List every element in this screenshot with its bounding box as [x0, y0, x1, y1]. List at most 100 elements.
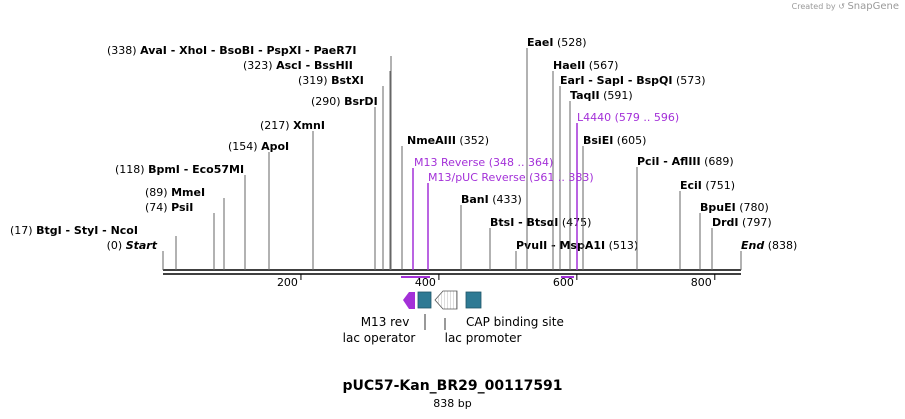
cut-site-label: NmeAIII (352) [407, 134, 489, 147]
cut-site-position: (217) [260, 119, 293, 132]
cut-site-label: (17) BtgI - StyI - NcoI [10, 224, 138, 237]
cut-site-position: (689) [701, 155, 734, 168]
snapgene-logo-icon: ↺ [838, 2, 845, 11]
cut-site-enzyme: PsiI [171, 201, 193, 214]
cut-site-enzyme: PciI - AflIII [637, 155, 701, 168]
cut-site[interactable]: TaqII (591) [570, 89, 633, 102]
cut-site[interactable]: (17) BtgI - StyI - NcoI [10, 224, 138, 237]
cut-site-enzyme: EarI - SapI - BspQI [560, 74, 672, 87]
cut-site-position: (154) [228, 140, 261, 153]
cut-site[interactable]: (118) BpmI - Eco57MI [115, 163, 244, 176]
cap-binding-site-feature[interactable] [465, 291, 482, 309]
primer-label[interactable]: M13/pUC Reverse (361 .. 383) [428, 171, 594, 184]
end-name: End [741, 239, 764, 252]
cut-site-enzyme: BpmI - Eco57MI [148, 163, 244, 176]
cut-site-label: (323) AscI - BssHII [243, 59, 353, 72]
cut-site-position: (513) [605, 239, 638, 252]
cut-site-label: (154) ApoI [228, 140, 289, 153]
cut-site-label: BanI (433) [461, 193, 522, 206]
cut-site[interactable]: HaeII (567) [553, 59, 618, 72]
cut-site-position: (352) [456, 134, 489, 147]
cut-site-enzyme: BsiEI [583, 134, 613, 147]
cut-site-position: (780) [736, 201, 769, 214]
cut-site[interactable]: EaeI (528) [527, 36, 587, 49]
cut-site-position: (433) [489, 193, 522, 206]
cut-site[interactable]: (217) XmnI [260, 119, 325, 132]
cut-site-position: (74) [145, 201, 171, 214]
cut-site[interactable]: BpuEI (780) [700, 201, 769, 214]
cut-site-label: BsiEI (605) [583, 134, 646, 147]
cut-site-label: TaqII (591) [570, 89, 633, 102]
cut-site-label: (89) MmeI [145, 186, 205, 199]
cut-site-position: (797) [739, 216, 772, 229]
lac-operator-label: lac operator [343, 331, 416, 345]
cut-site-position: (118) [115, 163, 148, 176]
credit-prefix: Created by [791, 2, 836, 11]
cut-site[interactable]: BanI (433) [461, 193, 522, 206]
cut-site-label: HaeII (567) [553, 59, 618, 72]
cut-site-position: (605) [613, 134, 646, 147]
primer-binding-bar [413, 276, 430, 278]
cut-site-enzyme: XmnI [293, 119, 325, 132]
cut-site-label: (290) BsrDI [311, 95, 378, 108]
cut-site-enzyme: DrdI [712, 216, 739, 229]
cut-site-position: (591) [600, 89, 633, 102]
m13-rev-label: M13 rev [361, 315, 410, 329]
cut-site-enzyme: BsrDI [344, 95, 378, 108]
cut-site[interactable]: (290) BsrDI [311, 95, 378, 108]
start-name: Start [126, 239, 158, 252]
start-label: (0) Start [107, 239, 158, 252]
cut-site-enzyme: BtsI - BtsαI [490, 216, 558, 229]
cut-site-position: (475) [558, 216, 591, 229]
cut-site-enzyme: PvuII - MspA1I [516, 239, 605, 252]
cut-site[interactable]: (323) AscI - BssHII [243, 59, 353, 72]
cut-site-enzyme: AvaI - XhoI - BsoBI - PspXI - PaeR7I [140, 44, 356, 57]
cut-site-enzyme: MmeI [171, 186, 205, 199]
cut-site-position: (528) [554, 36, 587, 49]
cut-site[interactable]: (338) AvaI - XhoI - BsoBI - PspXI - PaeR… [107, 44, 356, 57]
m13-rev-feature[interactable] [403, 292, 415, 309]
primer-range: (361 .. 383) [526, 171, 594, 184]
cut-site-enzyme: NmeAIII [407, 134, 456, 147]
cut-site[interactable]: BsiEI (605) [583, 134, 646, 147]
cut-site-enzyme: BpuEI [700, 201, 736, 214]
cut-site[interactable]: (154) ApoI [228, 140, 289, 153]
cut-site-position: (319) [298, 74, 331, 87]
lac-promoter-feature[interactable] [434, 290, 458, 310]
cut-site[interactable]: NmeAIII (352) [407, 134, 489, 147]
cut-site-label: EciI (751) [680, 179, 735, 192]
lac-operator-feature[interactable] [417, 291, 432, 309]
cut-site[interactable]: (74) PsiI [145, 201, 193, 214]
cut-site[interactable]: PciI - AflIII (689) [637, 155, 734, 168]
end-position: (838) [764, 239, 797, 252]
cut-site[interactable]: (89) MmeI [145, 186, 205, 199]
cut-site-position: (751) [702, 179, 735, 192]
lac-promoter-label: lac promoter [445, 331, 522, 345]
cut-site-position: (89) [145, 186, 171, 199]
cut-site-enzyme: BanI [461, 193, 489, 206]
cut-site-enzyme: BtgI - StyI - NcoI [36, 224, 138, 237]
cut-site-enzyme: BstXI [331, 74, 364, 87]
cut-site-position: (323) [243, 59, 276, 72]
cut-site-label: (118) BpmI - Eco57MI [115, 163, 244, 176]
ruler-tick-label: 600 [553, 276, 574, 289]
cut-site-label: (319) BstXI [298, 74, 364, 87]
cut-site-label: BpuEI (780) [700, 201, 769, 214]
ruler-tick-label: 800 [691, 276, 712, 289]
primer-name: L4440 [577, 111, 611, 124]
cut-site[interactable]: (319) BstXI [298, 74, 364, 87]
cut-site-label: BtsI - BtsαI (475) [490, 216, 591, 229]
cut-site[interactable]: DrdI (797) [712, 216, 772, 229]
cut-site-label: (74) PsiI [145, 201, 193, 214]
cut-site[interactable]: EarI - SapI - BspQI (573) [560, 74, 706, 87]
cut-site[interactable]: EciI (751) [680, 179, 735, 192]
primer-name: M13 Reverse [414, 156, 485, 169]
cut-site[interactable]: BtsI - BtsαI (475) [490, 216, 591, 229]
cut-site-label: (217) XmnI [260, 119, 325, 132]
primer-name: M13/pUC Reverse [428, 171, 526, 184]
primer-label[interactable]: L4440 (579 .. 596) [577, 111, 679, 124]
cut-site-label: DrdI (797) [712, 216, 772, 229]
primer-label[interactable]: M13 Reverse (348 .. 364) [414, 156, 553, 169]
cut-site-position: (290) [311, 95, 344, 108]
